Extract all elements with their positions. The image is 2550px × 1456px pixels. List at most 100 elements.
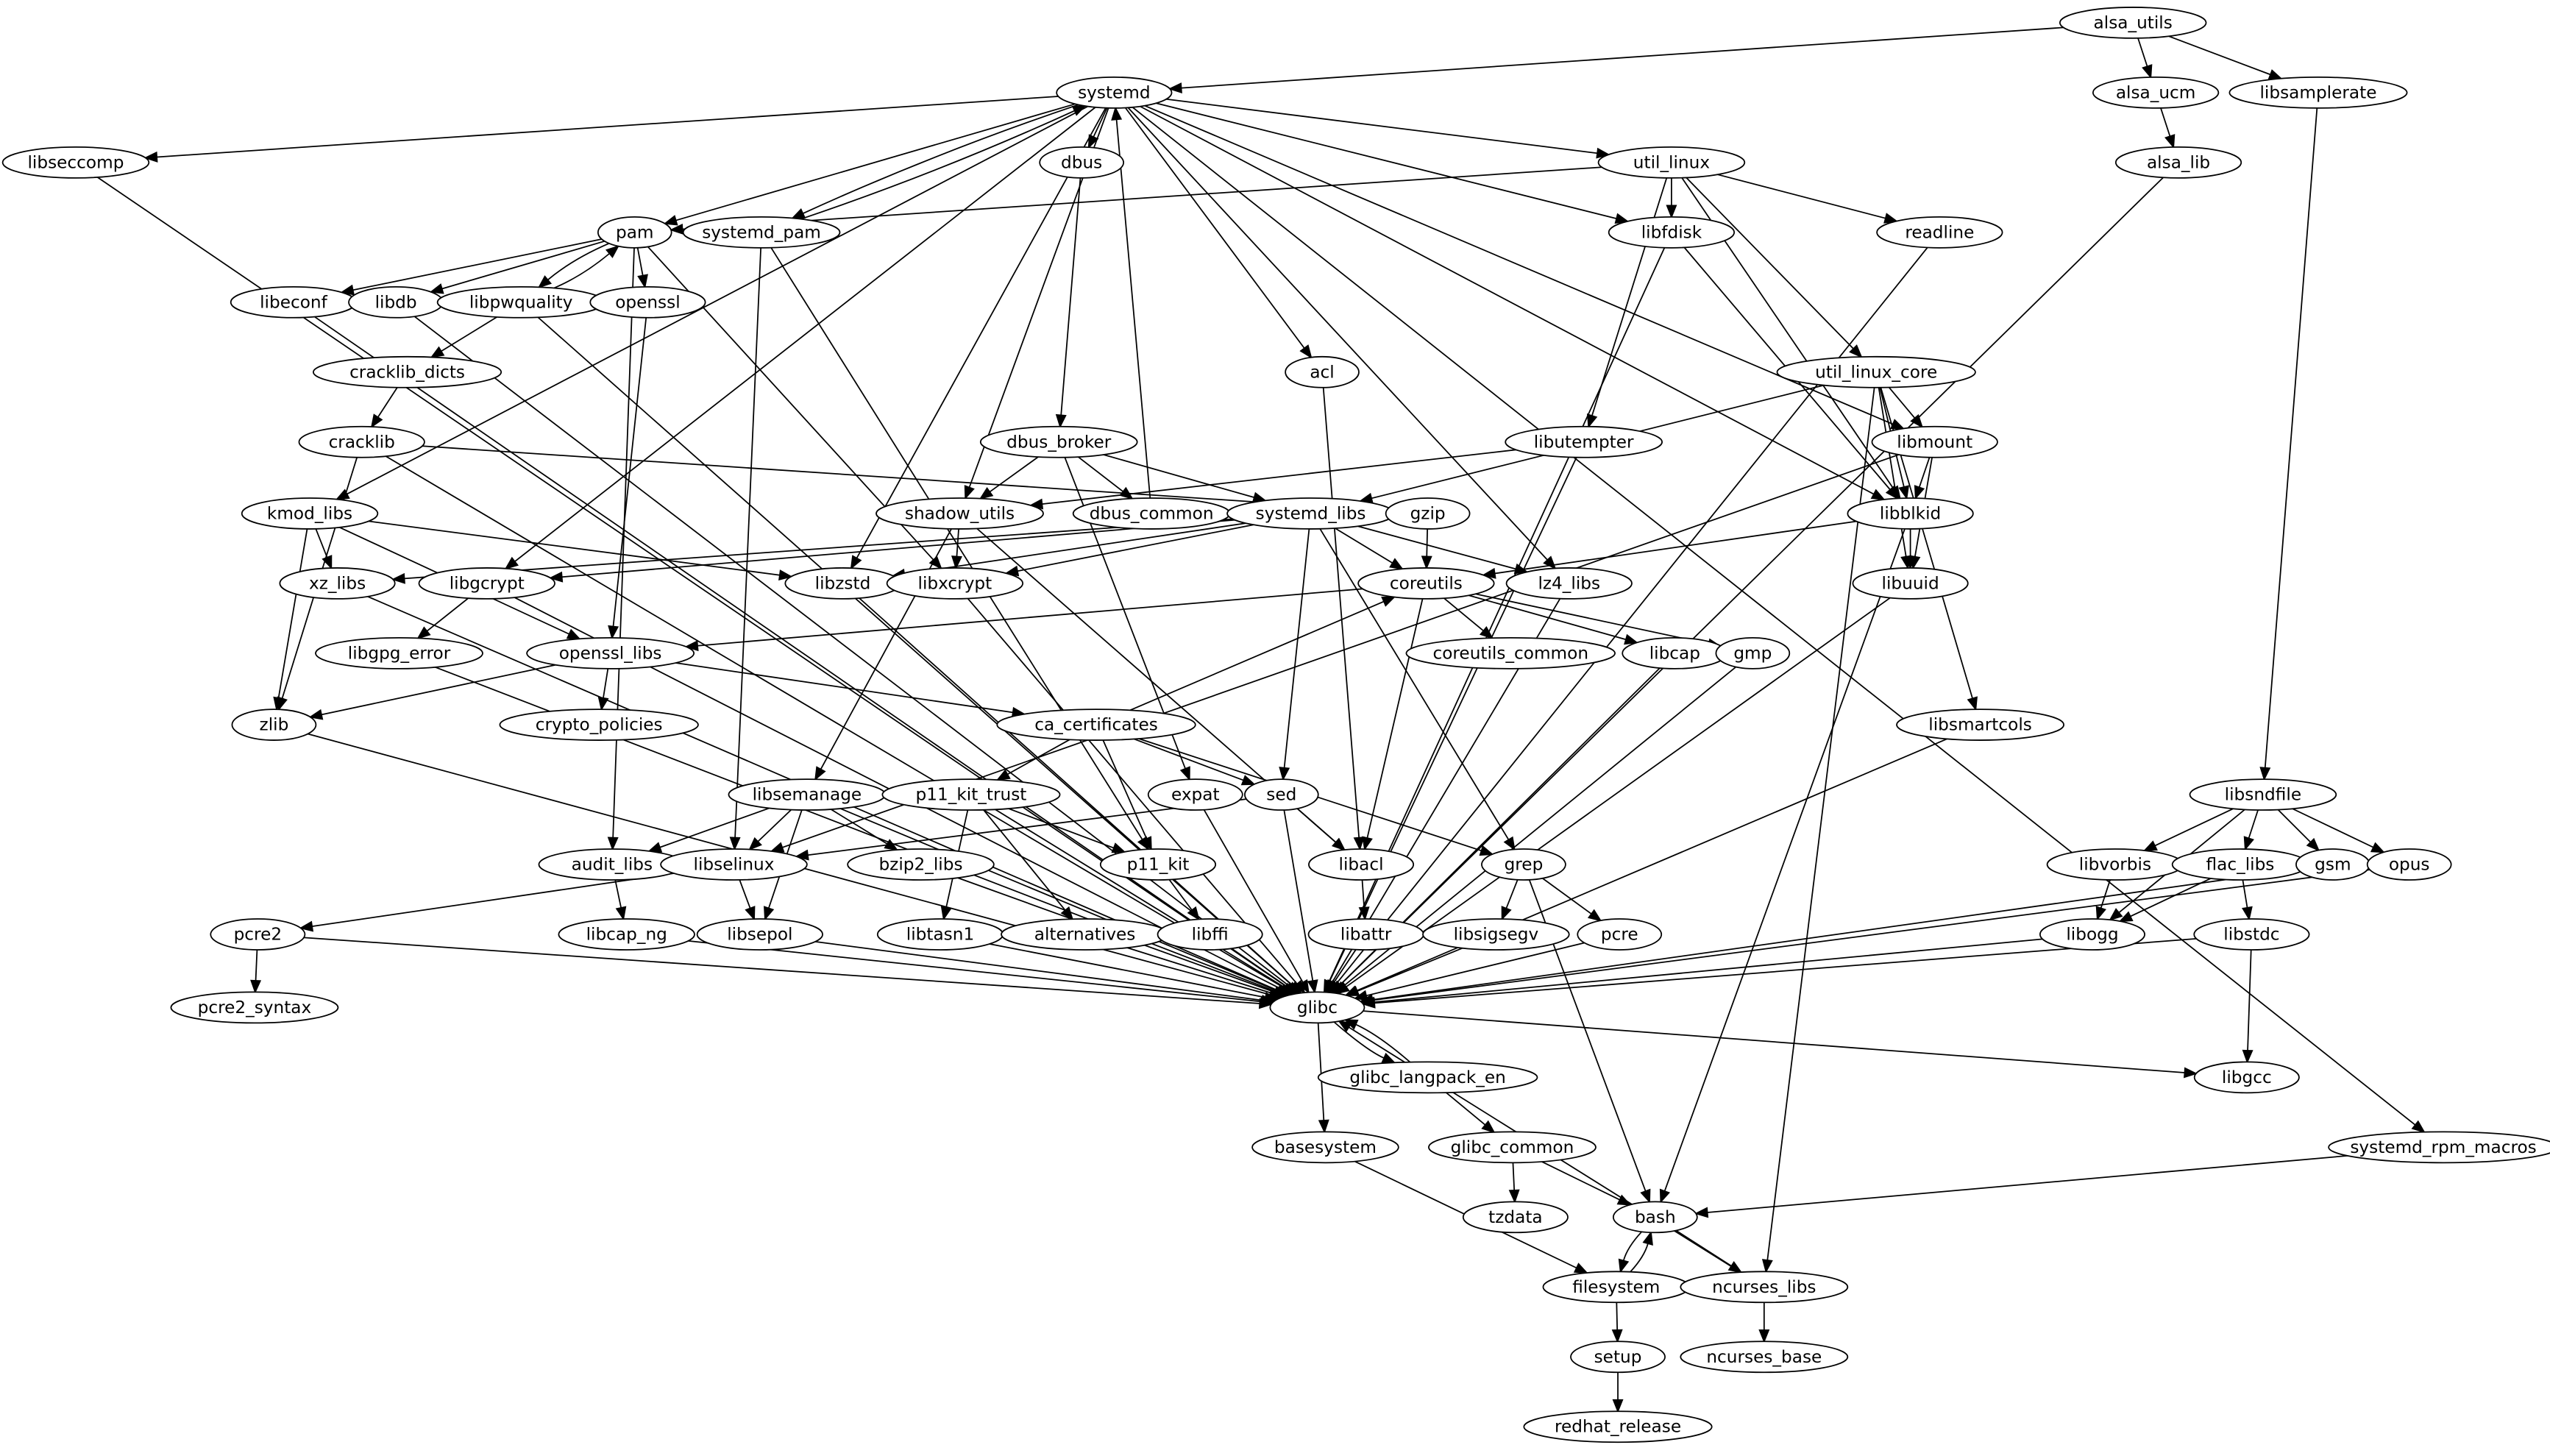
node-pcre[interactable]: pcre xyxy=(1577,918,1663,951)
node-pcre2-syntax[interactable]: pcre2_syntax xyxy=(170,991,339,1024)
node-p11-kit[interactable]: p11_kit xyxy=(1099,848,1217,881)
node-ellipse xyxy=(876,497,1044,530)
node-ca-certificates[interactable]: ca_certificates xyxy=(996,709,1196,741)
node-bzip2-libs[interactable]: bzip2_libs xyxy=(847,848,995,881)
arrowhead-icon xyxy=(979,486,994,500)
node-systemd-rpm-macros[interactable]: systemd_rpm_macros xyxy=(2328,1131,2550,1164)
node-label: libseccomp xyxy=(27,152,124,172)
arrowhead-icon xyxy=(1318,1119,1329,1134)
node-zlib[interactable]: zlib xyxy=(231,709,317,741)
node-libsmartcols[interactable]: libsmartcols xyxy=(1896,709,2064,741)
node-ellipse xyxy=(298,425,425,458)
node-pam[interactable]: pam xyxy=(597,216,672,249)
node-openssl[interactable]: openssl xyxy=(589,285,706,319)
node-grep[interactable]: grep xyxy=(1481,848,1566,881)
node-readline[interactable]: readline xyxy=(1876,216,2003,249)
node-libfdisk[interactable]: libfdisk xyxy=(1608,216,1736,249)
edge-line xyxy=(1357,525,1516,570)
node-shadow-utils[interactable]: shadow_utils xyxy=(876,497,1044,530)
node-lz4-libs[interactable]: lz4_libs xyxy=(1505,567,1633,600)
node-ellipse xyxy=(1715,637,1791,670)
edge-systemd_pam-to-systemd xyxy=(800,105,1087,220)
node-libcap[interactable]: libcap xyxy=(1622,637,1728,670)
node-libutempter[interactable]: libutempter xyxy=(1505,425,1663,458)
node-gmp[interactable]: gmp xyxy=(1715,637,1791,670)
node-bash[interactable]: bash xyxy=(1612,1201,1698,1234)
node-glibc-common[interactable]: glibc_common xyxy=(1428,1131,1597,1164)
node-libsndfile[interactable]: libsndfile xyxy=(2189,778,2337,811)
node-libogg[interactable]: libogg xyxy=(2039,918,2145,951)
node-filesystem[interactable]: filesystem xyxy=(1542,1271,1691,1304)
node-glibc-langpack-en[interactable]: glibc_langpack_en xyxy=(1317,1061,1538,1094)
node-ncurses-libs[interactable]: ncurses_libs xyxy=(1680,1271,1849,1304)
node-alsa-utils[interactable]: alsa_utils xyxy=(2059,7,2207,39)
arrowhead-icon xyxy=(1586,413,1598,429)
node-libsepol[interactable]: libsepol xyxy=(696,918,823,951)
node-gzip[interactable]: gzip xyxy=(1385,497,1471,530)
node-pcre2[interactable]: pcre2 xyxy=(210,918,306,951)
node-libgcc[interactable]: libgcc xyxy=(2193,1061,2300,1094)
node-alsa-ucm[interactable]: alsa_ucm xyxy=(2092,77,2220,109)
node-cracklib[interactable]: cracklib xyxy=(298,425,425,458)
node-ellipse xyxy=(1876,216,2003,249)
node-crypto-policies[interactable]: crypto_policies xyxy=(499,709,699,741)
node-libstdc[interactable]: libstdc xyxy=(2193,918,2310,951)
node-sed[interactable]: sed xyxy=(1244,778,1319,811)
node-libuuid[interactable]: libuuid xyxy=(1852,567,1969,600)
node-dbus-broker[interactable]: dbus_broker xyxy=(979,425,1138,458)
node-libselinux[interactable]: libselinux xyxy=(660,848,808,881)
node-p11-kit-trust[interactable]: p11_kit_trust xyxy=(881,778,1061,811)
node-expat[interactable]: expat xyxy=(1147,778,1243,811)
edge-line xyxy=(347,105,1089,495)
node-libseccomp[interactable]: libseccomp xyxy=(1,146,150,179)
node-libgpg-error[interactable]: libgpg_error xyxy=(315,637,483,670)
edge-line xyxy=(1317,1023,1325,1121)
node-libdb[interactable]: libdb xyxy=(348,285,444,319)
node-ellipse xyxy=(1099,848,1217,881)
node-libsigsegv[interactable]: libsigsegv xyxy=(1422,918,1570,951)
node-libblkid[interactable]: libblkid xyxy=(1847,497,1974,530)
node-libattr[interactable]: libattr xyxy=(1307,918,1424,951)
node-libsamplerate[interactable]: libsamplerate xyxy=(2228,77,2408,109)
node-ellipse xyxy=(1776,355,1976,388)
node-redhat-release[interactable]: redhat_release xyxy=(1523,1410,1713,1443)
node-acl[interactable]: acl xyxy=(1285,355,1360,388)
node-alsa-lib[interactable]: alsa_lib xyxy=(2114,146,2242,179)
node-opus[interactable]: opus xyxy=(2366,848,2452,881)
node-libpwquality[interactable]: libpwquality xyxy=(436,285,605,319)
node-glibc[interactable]: glibc xyxy=(1269,991,1365,1024)
node-libgcrypt[interactable]: libgcrypt xyxy=(418,567,555,600)
node-libvorbis[interactable]: libvorbis xyxy=(2046,848,2184,881)
node-util-linux[interactable]: util_linux xyxy=(1597,146,1746,179)
node-libcap-ng[interactable]: libcap_ng xyxy=(558,918,695,951)
node-tzdata[interactable]: tzdata xyxy=(1462,1201,1569,1234)
node-util-linux-core[interactable]: util_linux_core xyxy=(1776,355,1976,388)
node-kmod-libs[interactable]: kmod_libs xyxy=(241,497,379,530)
edge-pam-to-libdb xyxy=(429,240,605,294)
node-libxcrypt[interactable]: libxcrypt xyxy=(886,567,1024,600)
node-libeconf[interactable]: libeconf xyxy=(230,285,358,319)
node-libffi[interactable]: libffi xyxy=(1157,918,1263,951)
node-cracklib-dicts[interactable]: cracklib_dicts xyxy=(313,355,502,388)
node-systemd-libs[interactable]: systemd_libs xyxy=(1226,497,1396,530)
node-flac-libs[interactable]: flac_libs xyxy=(2171,848,2309,881)
node-openssl-libs[interactable]: openssl_libs xyxy=(526,637,695,670)
node-systemd-pam[interactable]: systemd_pam xyxy=(682,216,841,249)
node-systemd[interactable]: systemd xyxy=(1056,77,1173,109)
node-ncurses-base[interactable]: ncurses_base xyxy=(1680,1340,1849,1374)
node-coreutils-common[interactable]: coreutils_common xyxy=(1405,637,1616,670)
node-gsm[interactable]: gsm xyxy=(2295,848,2370,881)
node-xz-libs[interactable]: xz_libs xyxy=(279,567,396,600)
node-libtasn1[interactable]: libtasn1 xyxy=(876,918,1004,951)
node-dbus[interactable]: dbus xyxy=(1039,146,1125,179)
node-coreutils[interactable]: coreutils xyxy=(1357,567,1495,600)
node-libsemanage[interactable]: libsemanage xyxy=(728,778,887,811)
node-libacl[interactable]: libacl xyxy=(1308,848,1415,881)
node-basesystem[interactable]: basesystem xyxy=(1251,1131,1399,1164)
node-setup[interactable]: setup xyxy=(1570,1340,1666,1374)
node-dbus-common[interactable]: dbus_common xyxy=(1072,497,1231,530)
node-libmount[interactable]: libmount xyxy=(1871,425,1998,458)
node-alternatives[interactable]: alternatives xyxy=(1001,918,1169,951)
node-libzstd[interactable]: libzstd xyxy=(784,567,901,600)
node-audit-libs[interactable]: audit_libs xyxy=(538,848,686,881)
